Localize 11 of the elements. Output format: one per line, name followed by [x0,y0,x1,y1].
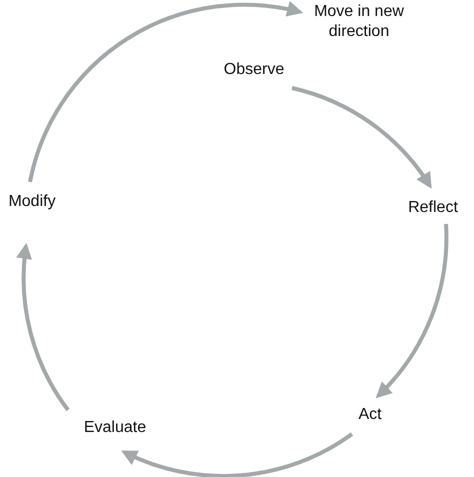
arrow [28,2,304,182]
arrow [291,86,432,189]
arrow [16,242,70,412]
stage-label: Move in new direction [298,2,420,42]
stage-label: Reflect [398,198,468,218]
stage-label: Evaluate [70,418,160,438]
arrow [121,432,354,477]
arrow [376,224,448,398]
stage-label: Act [350,405,390,425]
stage-label: Observe [212,60,296,80]
stage-label: Modify [0,192,64,212]
